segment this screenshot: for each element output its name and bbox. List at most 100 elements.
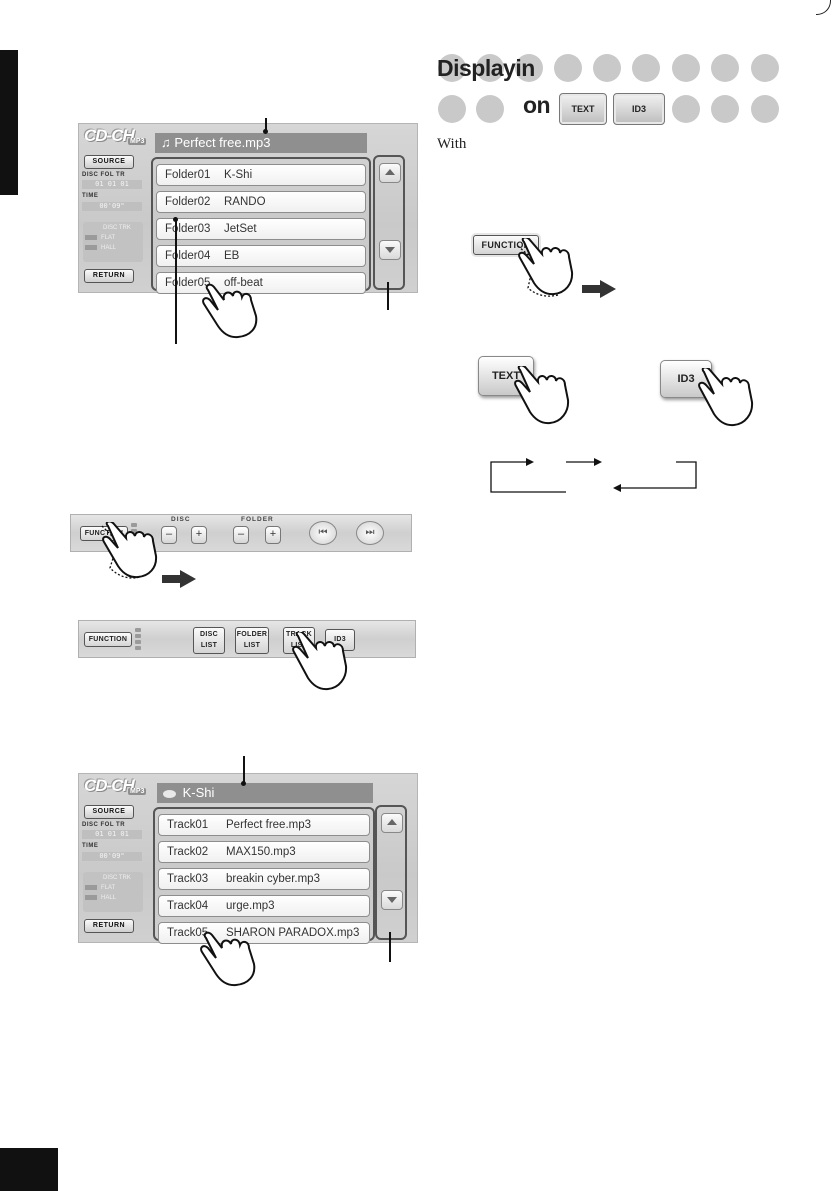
disc-label: DISC [171, 516, 191, 523]
heading-circle [711, 54, 739, 82]
scroll-buttons [373, 155, 405, 290]
eq-flat: FLAT [85, 235, 115, 241]
folder-list-screen: CD-CH MP3 SOURCE DISC FOL TR 01 01 01 TI… [78, 123, 418, 294]
callout-dot [173, 217, 178, 222]
folder-label: FOLDER [241, 516, 274, 523]
heading-circle [593, 54, 621, 82]
folder-disc-icon [163, 789, 176, 798]
callout-line [265, 118, 267, 132]
pointing-hand-icon [514, 366, 570, 425]
eq-header: DISC TRK [103, 875, 131, 881]
display-cycle-diagram [490, 458, 697, 493]
mp3-badge: MP3 [128, 138, 147, 145]
pointing-hand-icon [292, 632, 348, 691]
heading-circle [672, 95, 700, 123]
disc-fol-tr-value: 01 01 01 [82, 830, 142, 839]
callout-line [389, 932, 391, 962]
heading-circle [632, 54, 660, 82]
pointing-hand-icon [200, 931, 256, 987]
cd-ch-logo: CD-CH [84, 126, 135, 145]
indicator-lamp [131, 529, 137, 533]
crop-mark [816, 0, 831, 15]
eq-hall: HALL [85, 895, 116, 901]
cd-ch-logo: CD-CH [84, 776, 135, 795]
scroll-down-button[interactable] [381, 890, 403, 910]
screen-title-bar: K-Shi [157, 783, 373, 803]
pointing-hand-icon [698, 368, 754, 427]
source-button[interactable]: SOURCE [84, 805, 134, 819]
heading-id3-button: ID3 [613, 93, 665, 125]
heading-circle [515, 54, 543, 82]
disc-fol-tr-value: 01 01 01 [82, 180, 142, 189]
folder-plus-button[interactable]: + [265, 526, 281, 544]
next-track-icon[interactable]: ⏭ [356, 521, 384, 545]
time-value: 00'09" [82, 202, 142, 211]
track-list-screen: CD-CH MP3 SOURCE DISC FOL TR 01 01 01 TI… [78, 773, 418, 944]
indicator-lamp [131, 523, 137, 527]
heading-circle [438, 54, 466, 82]
mp3-badge: MP3 [128, 788, 147, 795]
indicator-lamp [135, 646, 141, 650]
section-heading: Displayin [437, 55, 535, 81]
function-button[interactable]: FUNCTION [84, 632, 132, 647]
return-button[interactable]: RETURN [84, 919, 134, 933]
eq-header: DISC TRK [103, 225, 131, 231]
return-button[interactable]: RETURN [84, 269, 134, 283]
screen-title: Perfect free.mp3 [174, 135, 271, 150]
indicator-lamp [135, 640, 141, 644]
arrow-right-icon [582, 280, 616, 298]
scroll-up-button[interactable] [379, 163, 401, 183]
heading-circle [751, 54, 779, 82]
source-button[interactable]: SOURCE [84, 155, 134, 169]
indicator-lamp [135, 634, 141, 638]
page-number-tab [0, 1148, 58, 1191]
heading-circle [554, 54, 582, 82]
folder-minus-button[interactable]: – [233, 526, 249, 544]
previous-track-icon[interactable]: ⏮ [309, 521, 337, 545]
heading-circle [711, 95, 739, 123]
pressing-hand-icon [101, 522, 158, 579]
scroll-down-button[interactable] [379, 240, 401, 260]
disc-plus-button[interactable]: + [191, 526, 207, 544]
time-label: TIME [82, 843, 99, 849]
heading-circle [476, 95, 504, 123]
sound-mode-box: DISC TRK FLAT HALL [83, 222, 143, 262]
disc-fol-tr-label: DISC FOL TR [82, 172, 126, 178]
eq-flat: FLAT [85, 885, 115, 891]
screen-title: K-Shi [182, 785, 215, 800]
heading-circle [438, 95, 466, 123]
callout-line [175, 219, 177, 344]
pressing-hand-icon [517, 238, 574, 297]
callout-dot [241, 781, 246, 786]
scroll-buttons [375, 805, 407, 940]
heading-text-button: TEXT [559, 93, 607, 125]
arrow-right-icon [162, 570, 196, 588]
sound-mode-box: DISC TRK FLAT HALL [83, 872, 143, 912]
callout-dot [263, 129, 268, 134]
time-label: TIME [82, 193, 99, 199]
disc-minus-button[interactable]: – [161, 526, 177, 544]
music-note-icon: ♫ [161, 135, 171, 150]
language-tab [0, 50, 18, 195]
heading-circle [751, 95, 779, 123]
disc-fol-tr-label: DISC FOL TR [82, 822, 126, 828]
callout-line [387, 282, 389, 310]
body-text: With [437, 136, 467, 152]
heading-circle [672, 54, 700, 82]
scroll-up-button[interactable] [381, 813, 403, 833]
pointing-hand-icon [202, 283, 258, 339]
indicator-lamp [135, 628, 141, 632]
